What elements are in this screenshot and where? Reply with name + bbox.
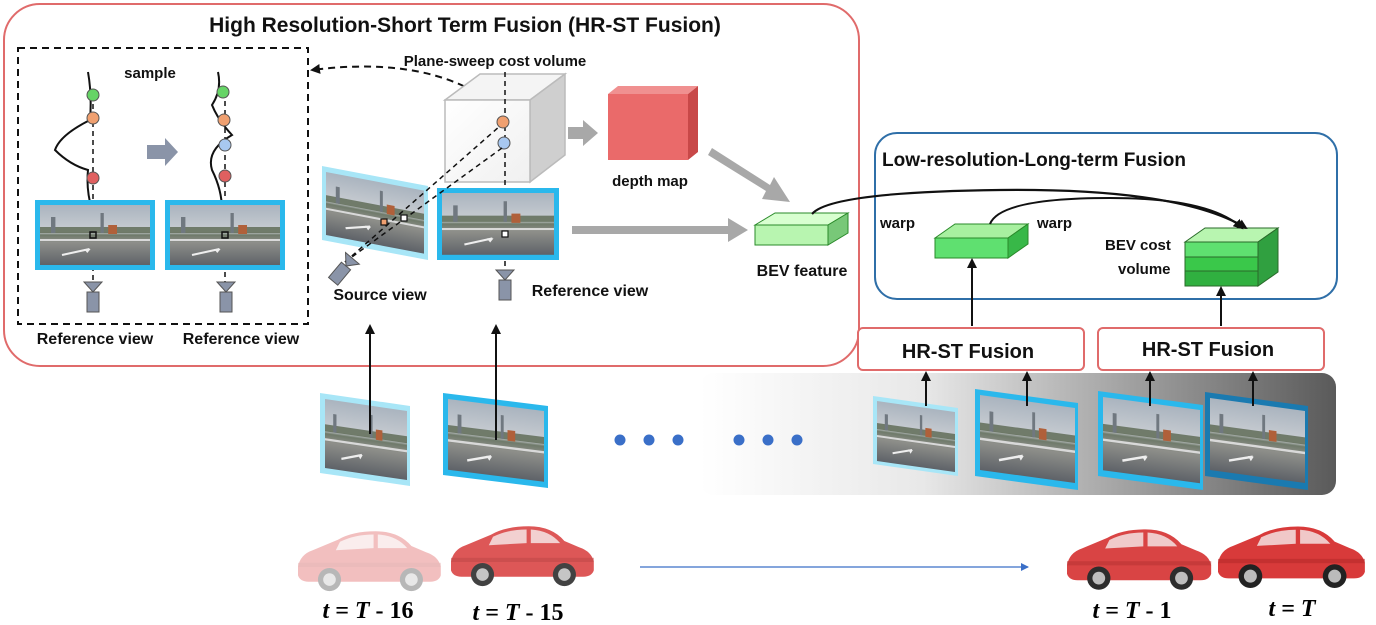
frame-t-minus-15: [443, 393, 548, 488]
time-label-t: t = T: [1268, 596, 1316, 622]
bev-cost-volume-block: [1183, 227, 1280, 287]
camera-icon: [327, 251, 361, 286]
depth-arrow: [568, 120, 598, 146]
bev-feature-label: BEV feature: [757, 263, 848, 280]
depth-map-block: [608, 86, 698, 160]
hr-st-block-right: [1097, 327, 1325, 371]
depth-map-label: depth map: [612, 173, 688, 190]
cube-icon: [442, 72, 568, 184]
inset-reference-view-right-label: Reference view: [183, 331, 300, 348]
inset-reference-frame-left: [35, 200, 155, 270]
lr-lt-panel: [874, 132, 1338, 300]
sample-point-green: [86, 88, 100, 102]
sample-label: sample: [124, 65, 176, 82]
sample-point-orange: [86, 111, 100, 125]
time-label-t-minus-16: t = T - 16: [322, 598, 413, 624]
plane-sweep-label: Plane-sweep cost volume: [404, 53, 587, 70]
inset-reference-frame-right: [165, 200, 285, 270]
ellipsis-dots: [614, 434, 803, 446]
sample-curve-left: [53, 71, 93, 211]
dot-icon: [643, 434, 655, 446]
hr-st-panel: [3, 3, 860, 367]
car-icon: [298, 531, 441, 592]
frame-t-minus-16: [320, 393, 410, 486]
sampling-inset: [17, 47, 309, 325]
hr-st-block-left-label: HR-ST Fusion: [902, 341, 1034, 363]
depth-to-bev-arrow: [708, 148, 790, 202]
reference-view-label: Reference view: [532, 283, 649, 300]
reference-view-frame: [437, 188, 559, 260]
dot-icon: [733, 434, 745, 446]
dot-icon: [672, 434, 684, 446]
dot-icon: [791, 434, 803, 446]
car-icon: [1218, 526, 1365, 589]
bev-warped-block: [933, 223, 1030, 259]
dot-icon: [614, 434, 626, 446]
dot-icon: [762, 434, 774, 446]
frame-group-t-minus-1: [873, 389, 1078, 490]
car-icon: [451, 526, 594, 587]
lr-lt-panel-title: Low-resolution-Long-term Fusion: [882, 150, 1186, 171]
frame-group-t: [1098, 391, 1308, 490]
bev-cost-volume-label-1: BEV cost: [1105, 237, 1171, 254]
hr-st-panel-title: High Resolution-Short Term Fusion (HR-ST…: [209, 14, 721, 37]
camera-icon: [495, 269, 515, 301]
sample-curve-right: [210, 71, 234, 211]
car-icon: [1067, 529, 1212, 590]
camera-icon: [83, 281, 103, 313]
sample-dashed-arrow: [310, 64, 496, 106]
bev-feature-block: [753, 212, 850, 246]
camera-icon: [216, 281, 236, 313]
sample-point-red: [86, 171, 100, 185]
warp-label-2: warp: [1036, 215, 1072, 232]
time-label-t-minus-1: t = T - 1: [1092, 598, 1171, 624]
warp-arrow-short: [989, 196, 1244, 230]
ref-to-bev-arrow: [572, 218, 748, 242]
warp-label-1: warp: [879, 215, 915, 232]
hr-st-block-left: [857, 327, 1085, 371]
warp-arrow-long: [811, 188, 1248, 230]
time-label-t-minus-15: t = T - 15: [472, 600, 563, 625]
source-view-frame: [322, 166, 428, 260]
hr-st-block-right-label: HR-ST Fusion: [1142, 339, 1274, 361]
source-view-label: Source view: [333, 287, 427, 304]
shift-arrow: [147, 138, 178, 166]
inset-reference-view-left-label: Reference view: [37, 331, 154, 348]
bev-cost-volume-label-2: volume: [1118, 261, 1171, 278]
